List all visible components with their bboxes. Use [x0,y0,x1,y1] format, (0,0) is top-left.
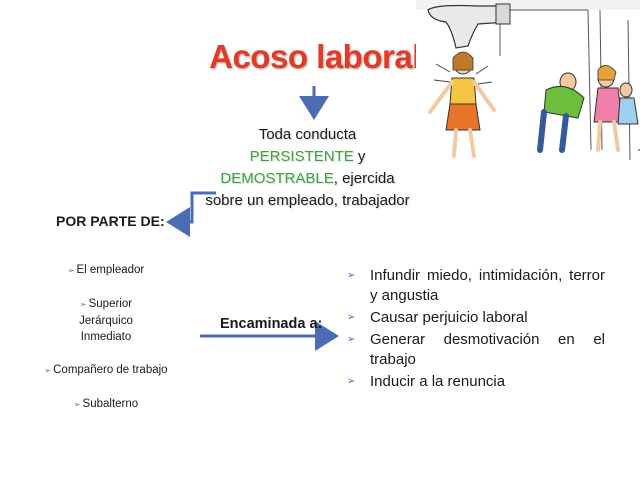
list-item: ➢Inducir a la renuncia [347,373,506,390]
definition-rest: , ejercida sobre un empleado, trabajador [205,170,410,209]
arrow-bullet-icon: ➢ [347,376,356,387]
list-item: ➢El empleador [67,264,145,276]
persistente-highlight: PERSISTENTE [249,148,354,165]
encaminada-label: Encaminada a: [220,316,323,332]
por-parte-label: POR PARTE DE: [56,213,165,229]
por-parte-elbow-arrow [166,191,216,237]
list-item: ➢Causar perjuicio laboral [347,309,528,326]
arrow-bullet-icon: ➢ [347,312,356,323]
arrow-bullet-icon: ➢ [73,400,81,409]
arrow-bullet-icon: ➢ [347,270,356,281]
definition-text: Toda conducta PERSISTENTE y DEMOSTRABLE,… [200,124,415,212]
demostrable-highlight: DEMOSTRABLE [220,170,334,187]
list-item: ➢Superior Jerárquico Inmediato [79,298,133,343]
page-title: Acoso laboral [209,38,421,75]
list-item: ➢Generar desmotivación en el trabajo [347,331,605,368]
purpose-list: ➢Infundir miedo, intimidación, terror y … [343,266,605,394]
definition-y: y [357,148,366,165]
arrow-bullet-icon: ➢ [79,300,87,309]
workplace-harassment-illustration [416,0,640,164]
arrow-bullet-icon: ➢ [67,266,75,275]
definition-line-1: Toda conducta [258,126,357,143]
perpetrator-list: ➢El empleador ➢Superior Jerárquico Inmed… [16,262,196,430]
arrow-bullet-icon: ➢ [44,366,52,375]
list-item: ➢Subalterno [73,398,139,410]
list-item: ➢Infundir miedo, intimidación, terror y … [347,267,605,304]
arrow-bullet-icon: ➢ [347,334,356,345]
list-item: ➢Compañero de trabajo [44,364,168,376]
